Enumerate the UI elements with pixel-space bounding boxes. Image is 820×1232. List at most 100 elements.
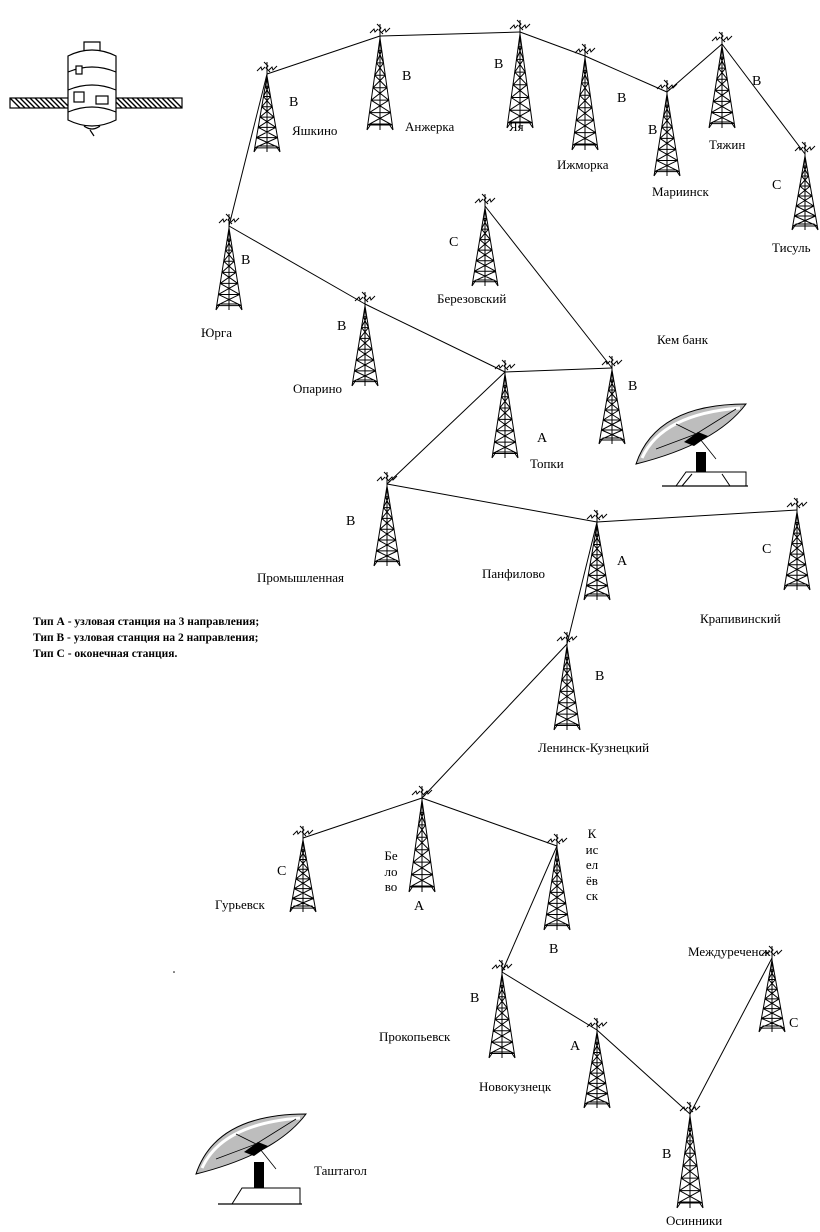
radio-tower-icon <box>791 141 819 231</box>
radio-tower-icon <box>583 1017 611 1109</box>
radio-tower-icon <box>491 359 519 459</box>
link-yashkino-anzherka <box>266 35 381 75</box>
station-name-belovo: Белово <box>384 848 398 895</box>
station-name-berezovsky: Березовский <box>437 291 507 306</box>
station-name-topki: Топки <box>530 456 564 471</box>
station-name-leninsk: Ленинск-Кузнецкий <box>538 740 650 755</box>
station-type-mariinsk: В <box>648 123 658 138</box>
link-izhmorka-mariinsk <box>584 55 668 93</box>
station-type-belovo: А <box>414 899 425 914</box>
station-type-osinniki: В <box>662 1147 672 1162</box>
station-name-prokopyevsk: Прокопьевск <box>379 1029 451 1044</box>
radio-tower-icon <box>553 631 581 731</box>
station-name-anzherka: Анжерка <box>405 119 455 134</box>
station-name-yashkino: Яшкино <box>292 123 338 138</box>
station-type-yashkino: В <box>289 95 299 110</box>
legend-type-a: Тип А - узловая станция на 3 направления… <box>33 616 260 628</box>
link-anzherka-yaya <box>379 31 521 37</box>
station-type-guryevsk: С <box>277 864 287 879</box>
radio-tower-icon <box>783 497 811 591</box>
station-name-mariinsk: Мариинск <box>652 184 709 199</box>
radio-tower-icon <box>471 193 499 287</box>
station-name-yurga: Юрга <box>201 325 232 340</box>
station-type-krapivinsky: С <box>762 542 772 557</box>
station-name-mezhdurechensk: Междуреченск <box>688 944 771 959</box>
satellite-icon <box>9 41 183 137</box>
link-topki-kembank <box>504 367 613 373</box>
station-name-novokuznetsk: Новокузнецк <box>479 1079 552 1094</box>
station-name-oparino: Опарино <box>293 381 343 396</box>
station-name-kembank: Кем банк <box>657 332 709 347</box>
link-oparino-topki <box>364 303 506 373</box>
radio-tower-icon <box>598 355 626 445</box>
radio-tower-icon <box>583 509 611 601</box>
station-name-panfilovo: Панфилово <box>482 566 546 581</box>
link-panfilovo-leninsk <box>566 521 598 645</box>
station-name-osinniki: Осинники <box>666 1213 723 1228</box>
radio-tower-icon <box>408 785 436 893</box>
link-prokopyevsk-novokuznetsk <box>501 971 598 1031</box>
radio-tower-icon <box>488 959 516 1059</box>
station-type-yurga: В <box>241 253 251 268</box>
station-name-promyshlennaya: Промышленная <box>257 570 345 585</box>
link-tyazhin-tisul <box>721 43 806 155</box>
radio-tower-icon <box>373 471 401 567</box>
station-type-anzherka: В <box>402 69 412 84</box>
station-type-tyazhin: В <box>752 74 762 89</box>
radio-tower-icon <box>676 1101 704 1209</box>
legend: Тип А - узловая станция на 3 направления… <box>33 614 259 662</box>
station-name-tashtagol: Таштагол <box>314 1163 367 1178</box>
station-name-yaya: Яя <box>509 119 524 134</box>
station-type-mezhdurechensk: С <box>789 1016 799 1031</box>
link-promyshlennaya-panfilovo <box>386 483 598 523</box>
radio-tower-icon <box>653 79 681 177</box>
station-type-kiselevsk: В <box>549 942 559 957</box>
link-yaya-izhmorka <box>519 31 586 57</box>
station-type-kembank: В <box>628 379 638 394</box>
station-type-promyshlennaya: В <box>346 514 356 529</box>
station-type-tisul: С <box>772 178 782 193</box>
legend-type-b: Тип В - узловая станция на 2 направления… <box>33 632 259 644</box>
station-name-krapivinsky: Крапивинский <box>700 611 781 626</box>
legend-type-c: Тип С - оконечная станция. <box>33 648 178 660</box>
satellite-dish-icon <box>635 403 748 487</box>
link-leninsk-belovo <box>421 643 568 799</box>
station-name-guryevsk: Гурьевск <box>215 897 265 912</box>
radio-tower-icon <box>366 23 394 131</box>
link-mezhdurechensk-osinniki <box>689 957 773 1115</box>
radio-tower-icon <box>253 61 281 153</box>
radio-tower-icon <box>351 291 379 387</box>
link-yurga-oparino <box>228 225 366 305</box>
station-type-oparino: В <box>337 319 347 334</box>
station-type-novokuznetsk: А <box>570 1039 581 1054</box>
radio-tower-icon <box>506 19 534 129</box>
station-name-izhmorka: Ижморка <box>557 157 609 172</box>
radio-tower-icon <box>758 945 786 1033</box>
station-type-berezovsky: С <box>449 235 459 250</box>
link-yurga-yashkino <box>228 73 268 227</box>
link-belovo-kiselevsk <box>421 797 558 847</box>
station-type-prokopyevsk: В <box>470 991 480 1006</box>
link-mariinsk-tyazhin <box>666 43 723 93</box>
radio-tower-icon <box>708 31 736 129</box>
station-type-yaya: В <box>494 57 504 72</box>
link-guryevsk-belovo <box>302 797 423 839</box>
link-panfilovo-krapivinsky <box>596 509 798 523</box>
radio-tower-icon <box>543 833 571 931</box>
link-topki-promyshlennaya <box>386 371 506 485</box>
station-type-panfilovo: А <box>617 554 628 569</box>
station-type-topki: А <box>537 431 548 446</box>
station-name-kiselevsk: Киселёвск <box>585 826 599 904</box>
link-kiselevsk-prokopyevsk <box>501 845 558 973</box>
radio-tower-icon <box>289 825 317 913</box>
satellite-dish-icon <box>195 1113 308 1205</box>
radio-tower-icon <box>215 213 243 311</box>
station-type-izhmorka: В <box>617 91 627 106</box>
link-novokuznetsk-osinniki <box>596 1029 691 1115</box>
station-name-tyazhin: Тяжин <box>709 137 746 152</box>
station-type-leninsk: В <box>595 669 605 684</box>
radio-tower-icon <box>571 43 599 151</box>
station-name-tisul: Тисуль <box>772 240 811 255</box>
